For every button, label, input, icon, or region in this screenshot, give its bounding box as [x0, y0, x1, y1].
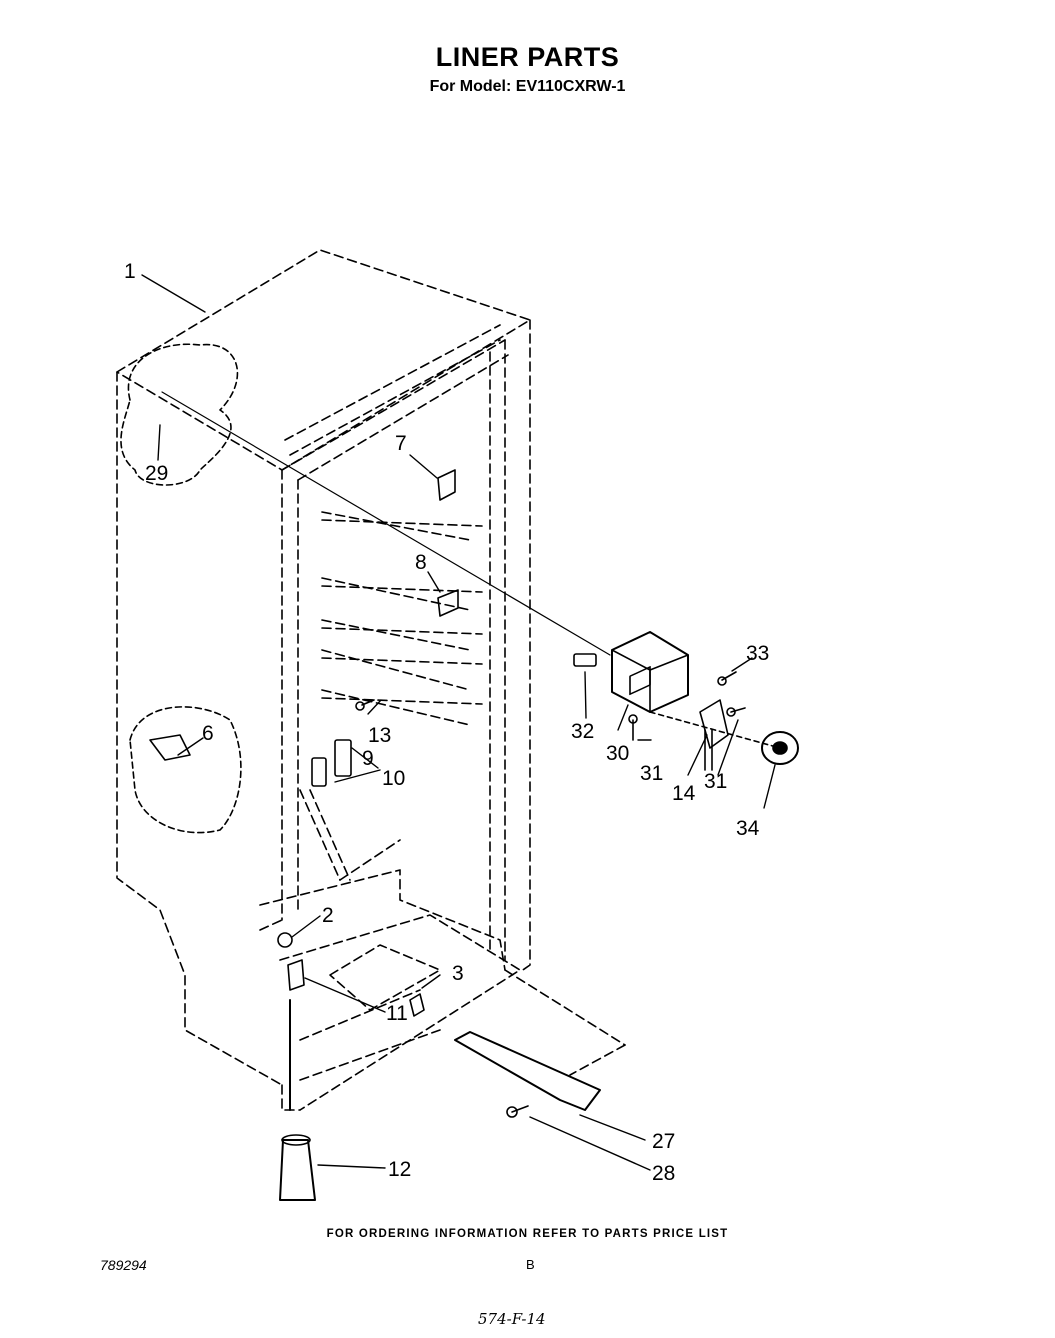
switch-icon [573, 653, 597, 667]
callout-11: 11 [386, 1002, 408, 1025]
callout-6: 6 [202, 722, 214, 745]
rail-icon-27 [454, 1031, 601, 1111]
document-number: 789294 [100, 1257, 147, 1273]
page-code: B [526, 1257, 535, 1272]
callout-14: 14 [672, 782, 696, 805]
cabinet-liner [116, 249, 626, 1111]
detail-bubble-6 [129, 706, 242, 834]
callout-33: 33 [746, 642, 769, 665]
thermostat-knob-icon [761, 731, 799, 765]
callout-12: 12 [388, 1158, 411, 1181]
callout-28: 28 [652, 1162, 675, 1185]
leader-29-thermostat [161, 391, 611, 656]
handwritten-code: 574-F-14 [478, 1310, 546, 1328]
callout-8: 8 [415, 551, 427, 574]
callout-9: 9 [362, 747, 374, 770]
callout-29: 29 [145, 462, 168, 485]
clip-icon-6 [149, 734, 191, 761]
callout-31b: 31 [704, 770, 727, 793]
drain-fitting-icon [287, 959, 305, 991]
callout-1: 1 [124, 260, 136, 283]
screw-icon-28 [506, 1105, 529, 1118]
drain-trap-icon [279, 1139, 316, 1201]
leader-lines [141, 274, 776, 1171]
callout-10: 10 [382, 767, 405, 790]
callout-7: 7 [395, 432, 407, 455]
callout-30: 30 [606, 742, 629, 765]
screw-icon-13 [355, 699, 375, 711]
clamp-icon-3 [409, 993, 425, 1017]
callout-13: 13 [368, 724, 391, 747]
model-subtitle: For Model: EV110CXRW-1 [429, 78, 626, 95]
thermostat-housing-icon [611, 631, 689, 713]
callout-3: 3 [452, 962, 464, 985]
bracket-icon-7 [437, 469, 456, 501]
detail-bubble-29 [120, 343, 239, 486]
screw-icon-33 [717, 671, 737, 686]
callout-2: 2 [322, 904, 334, 927]
callout-32: 32 [571, 720, 594, 743]
callout-31a: 31 [640, 762, 663, 785]
hinge-plate-icon [334, 739, 352, 777]
bracket-icon-8 [437, 589, 459, 617]
ordering-note: FOR ORDERING INFORMATION REFER TO PARTS … [326, 1228, 729, 1240]
callout-34: 34 [736, 817, 760, 840]
callout-27: 27 [652, 1130, 675, 1153]
page-title: LINER PARTS [435, 42, 620, 72]
screw-icon-31a [628, 714, 638, 741]
screw-icon-31b [726, 707, 746, 717]
hinge-icon [311, 757, 327, 787]
plug-icon-2 [277, 932, 293, 948]
